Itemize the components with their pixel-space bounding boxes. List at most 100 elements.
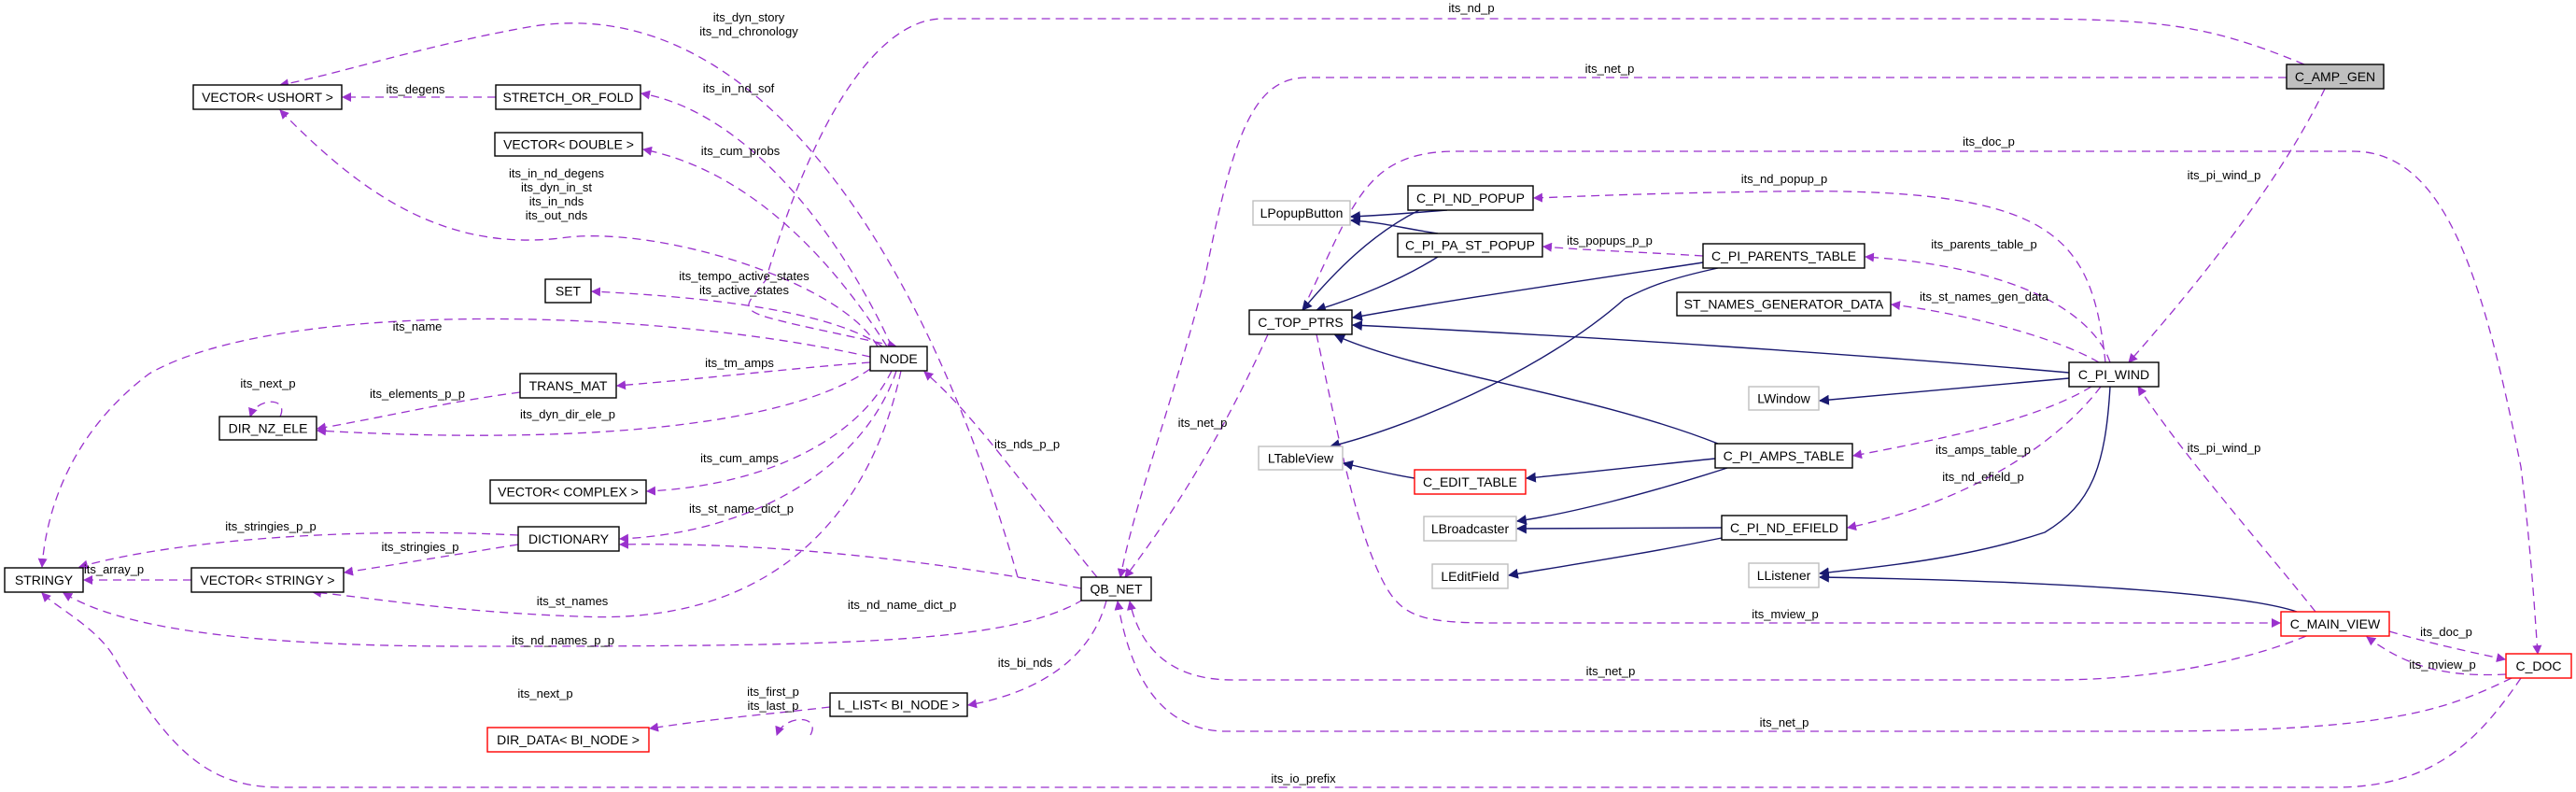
class-node-vector-complex[interactable]: VECTOR< COMPLEX > — [489, 479, 647, 504]
class-node-c-pi-wind[interactable]: C_PI_WIND — [2068, 361, 2160, 388]
node-label: LPopupButton — [1260, 205, 1344, 220]
class-node-c-pi-amps-table[interactable]: C_PI_AMPS_TABLE — [1714, 443, 1853, 469]
edge-label: its_nd_name_dict_p — [848, 598, 956, 612]
node-label: C_PI_WIND — [2078, 367, 2149, 382]
node-box[interactable] — [869, 346, 928, 372]
node-box[interactable] — [829, 692, 968, 717]
class-node-lbroadcaster[interactable]: LBroadcaster — [1423, 516, 1517, 542]
edge-label: its_elements_p_p — [370, 387, 465, 401]
node-box[interactable] — [2505, 653, 2572, 679]
class-node-llistener[interactable]: LListener — [1748, 562, 1820, 588]
usage-edge-node-to-trans_mat — [616, 361, 871, 390]
edge-label: its_dyn_dir_ele_p — [520, 407, 615, 421]
node-box[interactable] — [486, 727, 650, 753]
node-box[interactable] — [1714, 443, 1853, 469]
node-box[interactable] — [1702, 243, 1865, 269]
class-node-c-top-ptrs[interactable]: C_TOP_PTRS — [1248, 309, 1353, 335]
node-label: STRETCH_OR_FOLD — [502, 90, 633, 105]
class-node-node[interactable]: NODE — [869, 346, 928, 372]
class-node-set[interactable]: SET — [544, 278, 592, 304]
class-node-lwindow[interactable]: LWindow — [1748, 386, 1820, 411]
usage-edge-l_list-to-dir_data — [649, 706, 831, 732]
class-node-stringy[interactable]: STRINGY — [4, 567, 84, 593]
node-box[interactable] — [4, 567, 84, 593]
class-node-ltableview[interactable]: LTableView — [1258, 446, 1344, 471]
class-node-qb-net[interactable]: QB_NET — [1080, 576, 1152, 601]
usage-edge-qb_net-to-dictionary — [619, 539, 1082, 589]
edge-label: its_net_p — [1586, 664, 1636, 678]
node-box[interactable] — [544, 278, 592, 304]
node-box[interactable] — [1258, 446, 1344, 471]
class-node-c-pi-nd-efield[interactable]: C_PI_ND_EFIELD — [1721, 515, 1848, 541]
node-box[interactable] — [517, 526, 620, 552]
inheritance-edge-c_pi_amps_table-to-lbroadcaster — [1515, 467, 1728, 526]
node-box[interactable] — [1414, 469, 1527, 495]
node-box[interactable] — [1748, 562, 1820, 588]
node-box[interactable] — [2280, 611, 2390, 637]
node-label: C_DOC — [2515, 658, 2561, 673]
node-box[interactable] — [1080, 576, 1152, 601]
edge-label: its_doc_p — [1963, 134, 2015, 148]
node-box[interactable] — [495, 84, 641, 110]
node-box[interactable] — [192, 84, 343, 110]
class-node-c-doc[interactable]: C_DOC — [2505, 653, 2572, 679]
class-node-dir-nz-ele[interactable]: DIR_NZ_ELE — [218, 416, 317, 441]
node-label: DICTIONARY — [528, 531, 610, 546]
node-box[interactable] — [1252, 200, 1351, 226]
node-box[interactable] — [489, 479, 647, 504]
edge-label: its_dyn_in_st — [521, 180, 592, 194]
node-label: C_MAIN_VIEW — [2290, 616, 2381, 631]
node-box[interactable] — [1423, 516, 1517, 542]
edge-label: its_st_name_dict_p — [689, 502, 794, 516]
class-node-c-edit-table[interactable]: C_EDIT_TABLE — [1414, 469, 1527, 495]
node-box[interactable] — [1407, 185, 1534, 211]
node-box[interactable] — [1431, 563, 1509, 589]
node-box[interactable] — [494, 132, 643, 157]
inheritance-edge-c_main_view-to-llistener — [1818, 572, 2298, 613]
edge-label: its_tempo_active_states — [679, 269, 809, 283]
edge-label: its_next_p — [240, 376, 295, 390]
node-box[interactable] — [2286, 64, 2385, 90]
node-label: LEditField — [1441, 569, 1499, 584]
inheritance-edge-c_pi_amps_table-to-c_top_ptrs — [1333, 334, 1719, 445]
node-box[interactable] — [1721, 515, 1848, 541]
edge-label: its_cum_probs — [701, 144, 781, 158]
usage-edge-c_amp_gen-to-c_pi_wind — [2128, 88, 2326, 363]
class-node-st-names-gen[interactable]: ST_NAMES_GENERATOR_DATA — [1676, 291, 1892, 317]
node-box[interactable] — [218, 416, 317, 441]
edge-label: its_nd_names_p_p — [512, 633, 614, 647]
node-box[interactable] — [519, 373, 617, 399]
class-node-vector-double[interactable]: VECTOR< DOUBLE > — [494, 132, 643, 157]
node-label: C_PI_AMPS_TABLE — [1724, 448, 1845, 463]
edge-label: its_popups_p_p — [1567, 233, 1653, 248]
node-label: VECTOR< COMPLEX > — [498, 485, 639, 500]
node-box[interactable] — [1748, 386, 1820, 411]
class-node-c-pi-pa-st-popup[interactable]: C_PI_PA_ST_POPUP — [1397, 233, 1543, 258]
node-box[interactable] — [1676, 291, 1892, 317]
edge-label: its_dyn_story — [713, 10, 785, 24]
usage-edge-c_pi_wind-to-c_pi_amps_table — [1852, 386, 2092, 460]
class-node-dir-data[interactable]: DIR_DATA< BI_NODE > — [486, 727, 650, 753]
class-node-c-pi-nd-popup[interactable]: C_PI_ND_POPUP — [1407, 185, 1534, 211]
class-node-stretch-or-fold[interactable]: STRETCH_OR_FOLD — [495, 84, 641, 110]
class-node-dictionary[interactable]: DICTIONARY — [517, 526, 620, 552]
node-box[interactable] — [1397, 233, 1543, 258]
class-node-lpopupbutton[interactable]: LPopupButton — [1252, 200, 1351, 226]
node-box[interactable] — [190, 567, 345, 593]
class-node-c-main-view[interactable]: C_MAIN_VIEW — [2280, 611, 2390, 637]
class-node-leditfield[interactable]: LEditField — [1431, 563, 1509, 589]
class-node-vector-ushort[interactable]: VECTOR< USHORT > — [192, 84, 343, 110]
class-node-l-list[interactable]: L_LIST< BI_NODE > — [829, 692, 968, 717]
node-box[interactable] — [1248, 309, 1353, 335]
node-label: TRANS_MAT — [529, 378, 608, 393]
usage-edge-c_doc-to-qb_net — [1114, 601, 2513, 732]
class-node-vector-stringy[interactable]: VECTOR< STRINGY > — [190, 567, 345, 593]
class-node-c-amp-gen[interactable]: C_AMP_GEN — [2286, 64, 2385, 90]
usage-edge-c_doc-to-stringy — [41, 592, 2522, 788]
node-label: L_LIST< BI_NODE > — [838, 698, 960, 713]
class-node-c-pi-parents-table[interactable]: C_PI_PARENTS_TABLE — [1702, 243, 1865, 269]
class-node-trans-mat[interactable]: TRANS_MAT — [519, 373, 617, 399]
usage-edge-c_top_ptrs-to-qb_net — [1124, 333, 1269, 578]
node-box[interactable] — [2068, 361, 2160, 388]
inheritance-edge-c_pi_parents_table-to-c_top_ptrs — [1351, 262, 1704, 321]
